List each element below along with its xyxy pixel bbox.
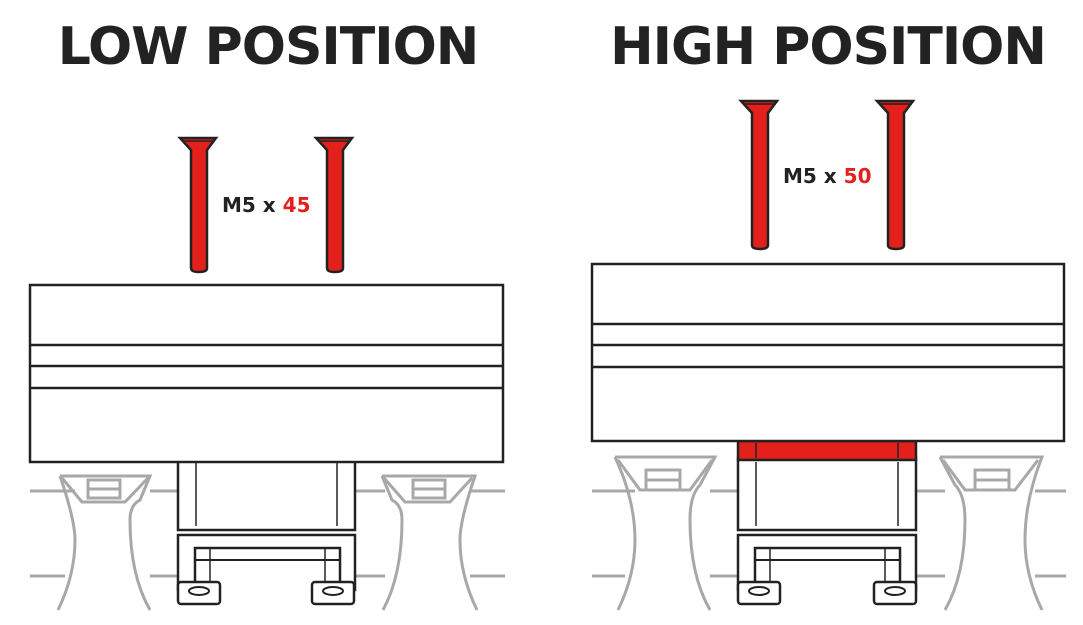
high-picatinny-rail — [592, 455, 1066, 611]
low-picatinny-rail — [30, 474, 505, 611]
low-upper-clamp — [176, 456, 357, 532]
high-screw-right — [874, 99, 916, 251]
high-riser-spacer — [736, 439, 918, 462]
low-screw-label: M5 x 45 — [222, 193, 311, 217]
high-upper-clamp — [736, 456, 918, 532]
low-scope-base — [28, 283, 505, 464]
high-lower-clamp — [736, 533, 918, 606]
low-lower-clamp — [176, 533, 357, 606]
high-scope-base — [590, 262, 1066, 443]
low-screw-right — [313, 136, 355, 274]
low-screw-left — [177, 136, 219, 274]
high-position-title: HIGH POSITION — [610, 17, 1046, 77]
high-screw-label: M5 x 50 — [783, 164, 872, 188]
high-screw-left — [738, 99, 780, 251]
low-position-title: LOW POSITION — [58, 17, 479, 77]
high-position-panel: HIGH POSITION M5 x 50 — [590, 17, 1066, 611]
low-position-panel: LOW POSITION M5 x 45 — [28, 17, 505, 611]
